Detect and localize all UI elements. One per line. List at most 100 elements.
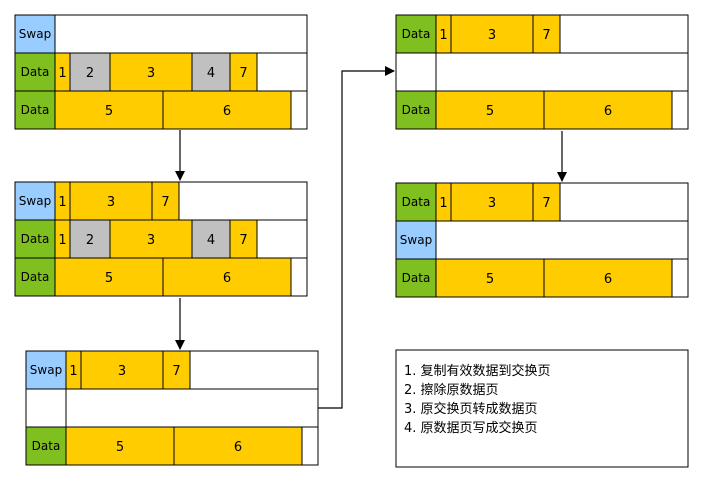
- data-cell-number: 6: [604, 272, 612, 287]
- legend-line: 4. 原数据页写成交换页: [404, 420, 538, 436]
- legend-line: 3. 原交换页转成数据页: [404, 401, 538, 417]
- data-cell-invalid: [69, 52, 111, 92]
- page-row: Data 5 6: [14, 90, 308, 130]
- data-cell-valid: [65, 426, 175, 466]
- page-row: Data 1 2 3 4 7: [14, 52, 308, 92]
- flow-arrows: [175, 66, 567, 409]
- page-row: Data 1 3 7: [395, 182, 689, 222]
- page-row: Data 5 6: [14, 257, 308, 297]
- data-label-cell: [14, 219, 56, 259]
- data-label-cell: [395, 90, 437, 130]
- data-cell-valid: [435, 258, 545, 298]
- data-cell-number: 4: [207, 66, 215, 81]
- data-cell-number: 2: [86, 233, 94, 248]
- data-label: Data: [21, 103, 50, 117]
- data-cell-valid: [109, 52, 193, 92]
- data-cell-number: 5: [116, 440, 124, 455]
- row-frame: [395, 52, 689, 92]
- data-label: Data: [402, 103, 431, 117]
- data-label: Data: [21, 65, 50, 79]
- data-cell-number: 6: [223, 104, 231, 119]
- data-cell-valid: [435, 90, 545, 130]
- data-cell-number: 2: [86, 66, 94, 81]
- data-cell-valid: [450, 182, 534, 222]
- data-cell-valid: [450, 14, 534, 54]
- legend-line: 2. 擦除原数据页: [404, 383, 499, 398]
- page-row: Swap 1 3 7: [14, 181, 308, 221]
- data-cell-number: 5: [486, 272, 494, 287]
- data-cell-number: 3: [147, 66, 155, 81]
- data-cell-valid: [543, 258, 673, 298]
- data-cell-number: 7: [172, 364, 180, 379]
- page-row: [395, 52, 689, 92]
- data-cell-valid: [532, 14, 561, 54]
- data-cell-number: 1: [58, 195, 66, 210]
- data-cell-number: 3: [147, 233, 155, 248]
- data-cell-number: 3: [118, 364, 126, 379]
- data-cell-number: 1: [58, 66, 66, 81]
- data-cell-valid: [173, 426, 303, 466]
- swap-label-cell: [25, 350, 67, 390]
- legend: 1. 复制有效数据到交换页 2. 擦除原数据页 3. 原交换页转成数据页 4. …: [395, 349, 689, 468]
- data-cell-number: 7: [542, 28, 550, 43]
- data-cell-valid: [162, 90, 292, 130]
- data-label: Data: [402, 271, 431, 285]
- data-cell-number: 6: [223, 271, 231, 286]
- data-cell-number: 3: [107, 195, 115, 210]
- data-label-cell: [14, 257, 56, 297]
- page-row: [25, 388, 319, 428]
- data-cell-number: 5: [105, 271, 113, 286]
- legend-box: [395, 349, 689, 468]
- data-cell-number: 1: [58, 233, 66, 248]
- data-label-cell: [395, 14, 437, 54]
- data-label: Data: [21, 232, 50, 246]
- data-cell-invalid: [69, 219, 111, 259]
- data-cell-invalid: [191, 219, 231, 259]
- data-cell-number: 1: [439, 196, 447, 211]
- swap-label-cell: [395, 220, 437, 260]
- data-cell-valid: [162, 350, 191, 390]
- swap-label: Swap: [19, 27, 51, 41]
- page-row: Data 1 3 7: [395, 14, 689, 54]
- data-cell-number: 6: [234, 440, 242, 455]
- arrow-stage3-to-stage4: [318, 66, 395, 409]
- data-cell-valid: [543, 90, 673, 130]
- page-row: Swap: [14, 14, 308, 54]
- data-cell-valid: [54, 90, 164, 130]
- data-label-cell: [395, 258, 437, 298]
- data-cell-number: 7: [239, 233, 247, 248]
- row-frame: [25, 388, 319, 428]
- swap-label: Swap: [30, 363, 62, 377]
- data-label: Data: [21, 270, 50, 284]
- data-label-cell: [14, 90, 56, 130]
- data-cell-number: 1: [439, 28, 447, 43]
- data-cell-number: 7: [542, 196, 550, 211]
- data-cell-number: 7: [161, 195, 169, 210]
- swap-label: Swap: [19, 194, 51, 208]
- data-cell-number: 6: [604, 104, 612, 119]
- data-cell-number: 7: [239, 66, 247, 81]
- swap-label-cell: [14, 181, 56, 221]
- data-label: Data: [402, 27, 431, 41]
- data-cell-valid: [229, 52, 258, 92]
- swap-label: Swap: [400, 233, 432, 247]
- legend-line: 1. 复制有效数据到交换页: [404, 363, 551, 379]
- data-cell-number: 3: [488, 196, 496, 211]
- data-cell-number: 3: [488, 28, 496, 43]
- data-cell-number: 5: [105, 104, 113, 119]
- data-cell-valid: [54, 257, 164, 297]
- data-label: Data: [402, 195, 431, 209]
- page-row: Data 5 6: [395, 258, 689, 298]
- row-frame: [395, 220, 689, 260]
